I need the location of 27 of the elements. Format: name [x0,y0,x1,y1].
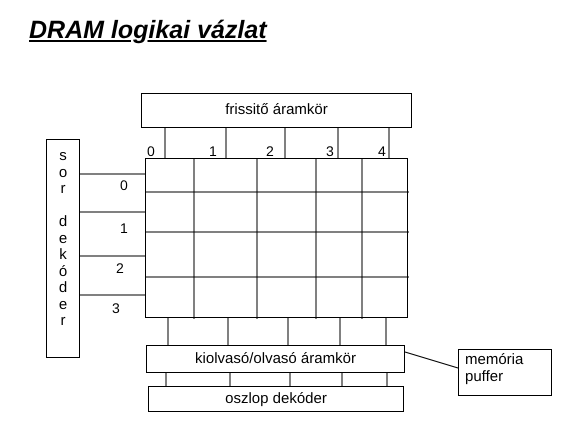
memory-cell-grid [145,158,408,318]
box-label: kiolvasó/olvasó áramkör [195,350,356,368]
vertical-label: sor dekóder [58,148,68,330]
connector-line [386,372,388,386]
note-box [458,349,552,396]
line-number: 1 [209,144,217,158]
line-number: 3 [112,301,120,315]
line-number: 0 [120,178,128,192]
connector-line [284,128,286,158]
block-box [146,345,405,373]
connector-line [388,128,390,158]
line-number: 4 [378,144,386,158]
line-number: 1 [120,221,128,235]
line-number: 2 [266,144,274,158]
row-decoder-box [46,139,80,358]
box-label: frissitő áramkör [225,102,328,119]
connector-line [80,294,146,296]
box-label: memória puffer [465,352,524,385]
block-box [141,93,412,128]
block-box [148,386,404,412]
line-number: 2 [116,261,124,275]
title: DRAM logikai vázlat [29,15,267,46]
connector-line [164,128,166,158]
leader-line [404,352,458,368]
line-number: 0 [147,144,155,158]
line-number: 3 [326,144,334,158]
box-label: oszlop dekóder [225,390,327,408]
